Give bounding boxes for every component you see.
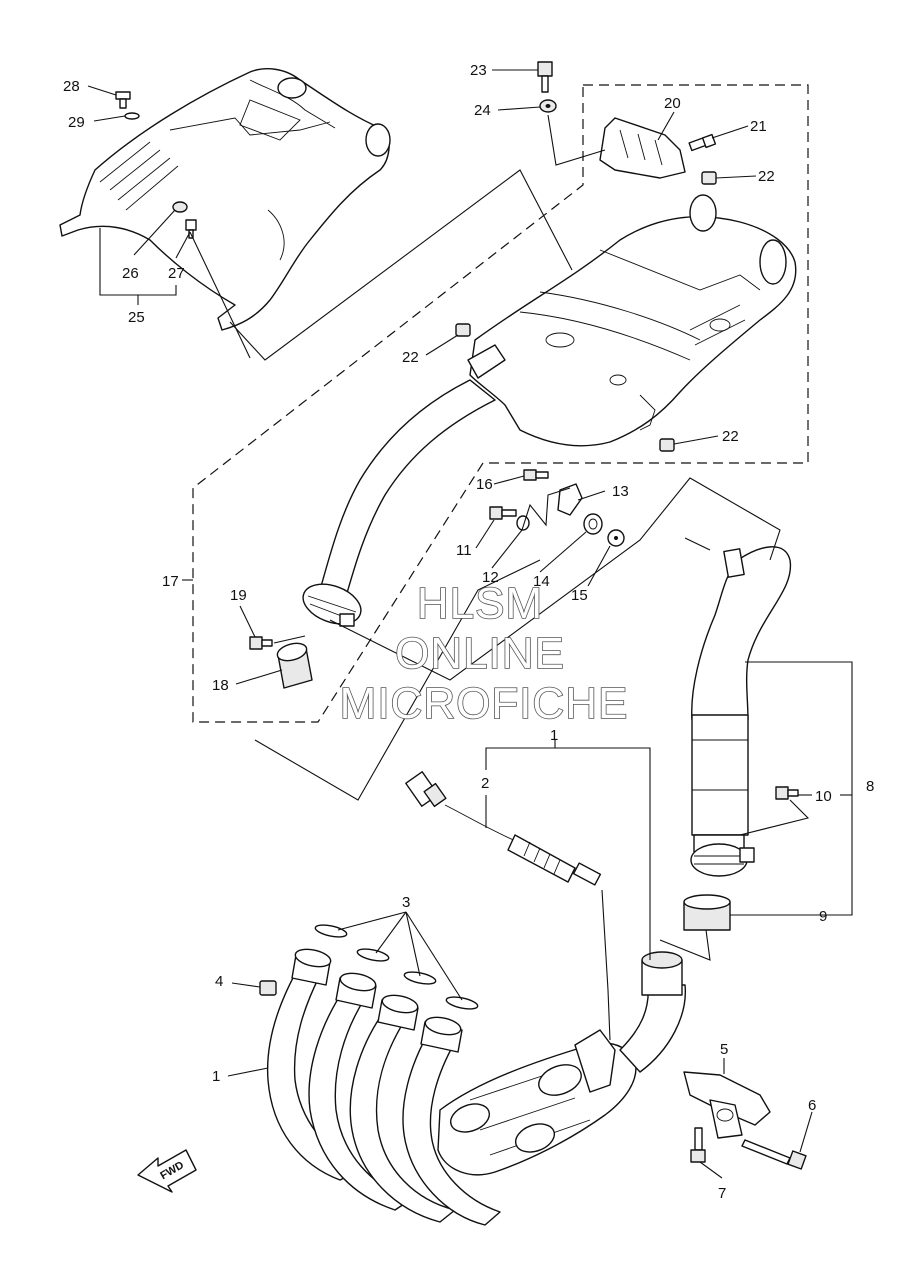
callout-29: 29 — [68, 114, 85, 131]
callout-19: 19 — [230, 587, 247, 604]
collar-14 — [583, 513, 603, 535]
grommet-26 — [172, 201, 188, 213]
callout-24: 24 — [474, 102, 491, 119]
bracket-13 — [557, 483, 583, 516]
callout-4: 4 — [215, 973, 223, 990]
washer-29 — [124, 112, 140, 120]
nut-22-left — [455, 323, 471, 337]
callout-16: 16 — [476, 476, 493, 493]
callout-1-bottom: 1 — [212, 1068, 220, 1085]
washer-24 — [539, 99, 557, 113]
screw-28 — [115, 91, 131, 109]
exhaust-header — [266, 948, 687, 1226]
bolt-19 — [249, 636, 273, 650]
nut-22-lower — [659, 438, 675, 452]
callout-6: 6 — [808, 1097, 816, 1114]
callout-26: 26 — [122, 265, 139, 282]
callout-11: 11 — [456, 542, 472, 559]
bolt-21 — [688, 133, 717, 152]
bolt-16 — [523, 469, 549, 481]
callout-22-left: 22 — [402, 349, 419, 366]
callout-22-lower: 22 — [722, 428, 739, 445]
bolt-7 — [690, 1127, 706, 1163]
header-bracket-5 — [683, 1071, 771, 1139]
muffler-bracket — [599, 117, 686, 179]
muffler-body — [467, 194, 797, 447]
watermark: HLSM ONLINE MICROFICHE — [339, 578, 629, 729]
callout-15: 15 — [571, 587, 588, 604]
exhaust-gaskets-3 — [314, 924, 479, 1010]
assembly-boundary-lines — [192, 84, 809, 723]
callout-28: 28 — [63, 78, 80, 95]
muffler-inlet-pipe — [302, 379, 496, 627]
nut-22-upper — [701, 171, 717, 185]
callout-18: 18 — [212, 677, 229, 694]
washer-15 — [607, 529, 625, 547]
callout-20: 20 — [664, 95, 681, 112]
callout-25: 25 — [128, 309, 145, 326]
callout-12: 12 — [482, 569, 499, 586]
callout-7: 7 — [718, 1185, 726, 1202]
catalyst-pipe — [690, 546, 792, 877]
bolt-6 — [741, 1139, 807, 1170]
callout-27: 27 — [168, 265, 185, 282]
callout-22-upper: 22 — [758, 168, 775, 185]
watermark-line-1: HLSM — [417, 579, 543, 628]
callout-numbers: 28 29 26 27 25 23 24 20 21 22 22 22 17 1… — [63, 62, 874, 1202]
callout-21: 21 — [750, 118, 767, 135]
callout-17: 17 — [162, 573, 179, 590]
header-flanges — [291, 948, 463, 1053]
watermark-line-2: ONLINE — [395, 629, 565, 678]
callout-9: 9 — [819, 908, 827, 925]
heat-shield — [59, 68, 391, 331]
callout-23: 23 — [470, 62, 487, 79]
callout-5: 5 — [720, 1041, 728, 1058]
callout-14: 14 — [533, 573, 550, 590]
oxygen-sensor — [405, 771, 602, 886]
callout-10: 10 — [815, 788, 832, 805]
callout-2: 2 — [481, 775, 489, 792]
leader-lines — [87, 69, 853, 1179]
gasket-9 — [683, 894, 731, 931]
washer-12 — [516, 515, 530, 531]
callout-1-top: 1 — [550, 727, 558, 744]
callout-13: 13 — [612, 483, 629, 500]
bolt-23 — [537, 61, 553, 93]
callout-3: 3 — [402, 894, 410, 911]
callout-8: 8 — [866, 778, 874, 795]
nut-4 — [259, 980, 277, 996]
gasket-18 — [276, 642, 313, 689]
bolt-11 — [489, 506, 517, 520]
bolt-10 — [775, 786, 799, 800]
forward-arrow-icon: FWD — [137, 1149, 197, 1193]
watermark-line-3: MICROFICHE — [340, 679, 629, 728]
